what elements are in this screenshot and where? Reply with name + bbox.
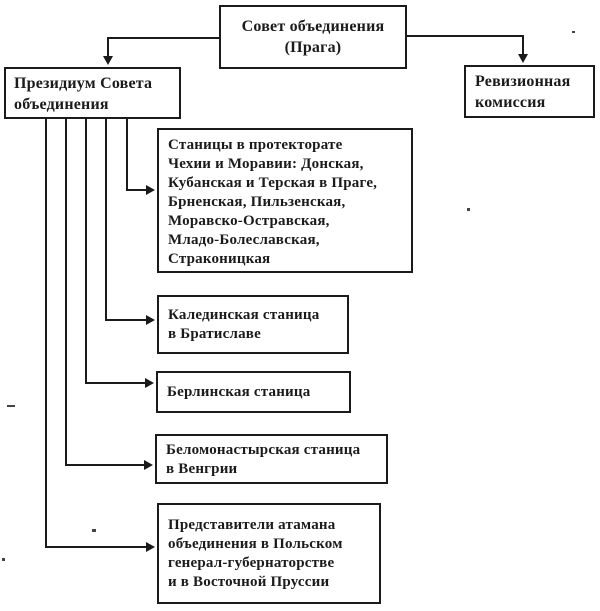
box-stanitsy-protectorate-label: Станицы в протекторате Чехии и Моравии: … bbox=[168, 137, 378, 267]
box-presidium-label: Президиум Совета объединения bbox=[14, 75, 153, 113]
box-presidium: Президиум Совета объединения bbox=[4, 67, 181, 119]
arrowhead-right-icon bbox=[146, 542, 155, 552]
edge-presidium-representatives bbox=[45, 117, 147, 548]
arrowhead-right-icon bbox=[146, 185, 155, 195]
edge-council-presidium bbox=[107, 37, 220, 58]
edge-presidium-berlinskaya bbox=[85, 117, 146, 384]
box-berlinskaya-stanitsa: Берлинская станица bbox=[156, 371, 351, 413]
box-council-label: Совет объединения (Прага) bbox=[241, 18, 385, 56]
edge-presidium-kaledinskaya bbox=[105, 117, 147, 321]
box-atamans-representatives-label: Представители атамана объединения в Поль… bbox=[168, 517, 343, 590]
box-kaledinskaya-stanitsa: Калединская станица в Братиславе bbox=[157, 295, 349, 354]
box-belomonastyrskaya-stanitsa-label: Беломонастырская станица в Венгрии bbox=[166, 442, 361, 477]
scan-speck bbox=[7, 405, 15, 407]
edge-council-revision bbox=[406, 35, 524, 56]
arrowhead-down-icon bbox=[518, 54, 528, 63]
arrowhead-right-icon bbox=[146, 315, 155, 325]
scan-speck bbox=[92, 529, 96, 532]
box-belomonastyrskaya-stanitsa: Беломонастырская станица в Венгрии bbox=[155, 434, 388, 484]
edge-presidium-stanitsy bbox=[126, 117, 147, 191]
box-atamans-representatives: Представители атамана объединения в Поль… bbox=[157, 503, 381, 604]
scan-speck bbox=[467, 208, 470, 211]
box-stanitsy-protectorate: Станицы в протекторате Чехии и Моравии: … bbox=[157, 128, 413, 273]
box-council: Совет объединения (Прага) bbox=[219, 5, 407, 69]
box-berlinskaya-stanitsa-label: Берлинская станица bbox=[167, 384, 311, 400]
box-revision-commission: Ревизионная комиссия bbox=[464, 65, 595, 118]
edge-presidium-belomonastyrskaya bbox=[65, 117, 145, 466]
box-revision-commission-label: Ревизионная комиссия bbox=[475, 73, 571, 111]
box-kaledinskaya-stanitsa-label: Калединская станица в Братиславе bbox=[168, 307, 320, 342]
scan-speck bbox=[2, 558, 5, 561]
arrowhead-down-icon bbox=[103, 56, 113, 65]
scan-speck bbox=[572, 31, 575, 33]
arrowhead-right-icon bbox=[145, 378, 154, 388]
arrowhead-right-icon bbox=[144, 460, 153, 470]
